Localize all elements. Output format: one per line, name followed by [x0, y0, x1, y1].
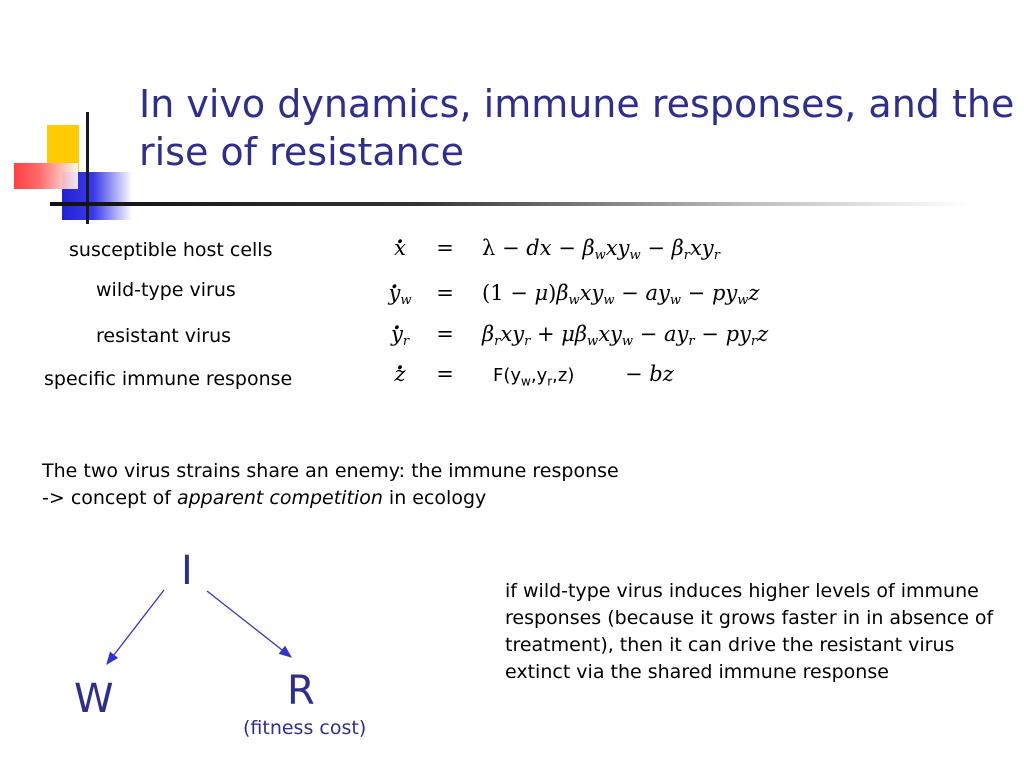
label-immune-response: specific immune response	[44, 368, 293, 390]
eq4-equals: =	[436, 362, 454, 386]
eq2-rhs: (1 − μ)βwxyw − ayw − pywz	[482, 281, 760, 308]
eq1-equals: =	[436, 236, 454, 260]
eq2-lhs: yw	[375, 281, 425, 308]
eq1-rhs: λ − dx − βwxyw − βrxyr	[482, 236, 720, 263]
eq1-lhs: x	[375, 236, 425, 260]
title-deco-red-square	[14, 163, 78, 189]
label-wild-type-virus: wild-type virus	[96, 279, 236, 301]
eq3-equals: =	[436, 322, 454, 346]
competition-text: The two virus strains share an enemy: th…	[42, 458, 619, 512]
label-resistant-virus: resistant virus	[96, 325, 232, 347]
eq2-equals: =	[436, 281, 454, 305]
eq3-rhs: βrxyr + μβwxyw − ayr − pyrz	[482, 322, 769, 349]
apparent-competition-term: apparent competition	[176, 487, 383, 509]
eq3-lhs: yr	[375, 322, 425, 349]
eq4-decay-term: − bz	[625, 362, 674, 386]
title-underline	[50, 202, 970, 206]
node-resistant: R	[287, 668, 315, 714]
arrow-immune-to-resistant	[206, 590, 293, 658]
label-susceptible-cells: susceptible host cells	[69, 239, 273, 261]
title-deco-vertical-line	[86, 112, 89, 224]
arrow-immune-to-wild-type	[106, 589, 165, 666]
node-immune: I	[181, 548, 193, 594]
side-explanation: if wild-type virus induces higher levels…	[505, 580, 994, 683]
fitness-cost-note: (fitness cost)	[243, 717, 367, 739]
competition-line-1: The two virus strains share an enemy: th…	[42, 460, 619, 482]
node-wild-type: W	[74, 676, 114, 722]
slide-title: In vivo dynamics, immune responses, and …	[139, 82, 1015, 174]
eq4-lhs: z	[375, 362, 425, 386]
eq4-function: F(yw,yr,z)	[493, 365, 575, 389]
competition-line-2: -> concept of apparent competition in ec…	[42, 487, 487, 509]
